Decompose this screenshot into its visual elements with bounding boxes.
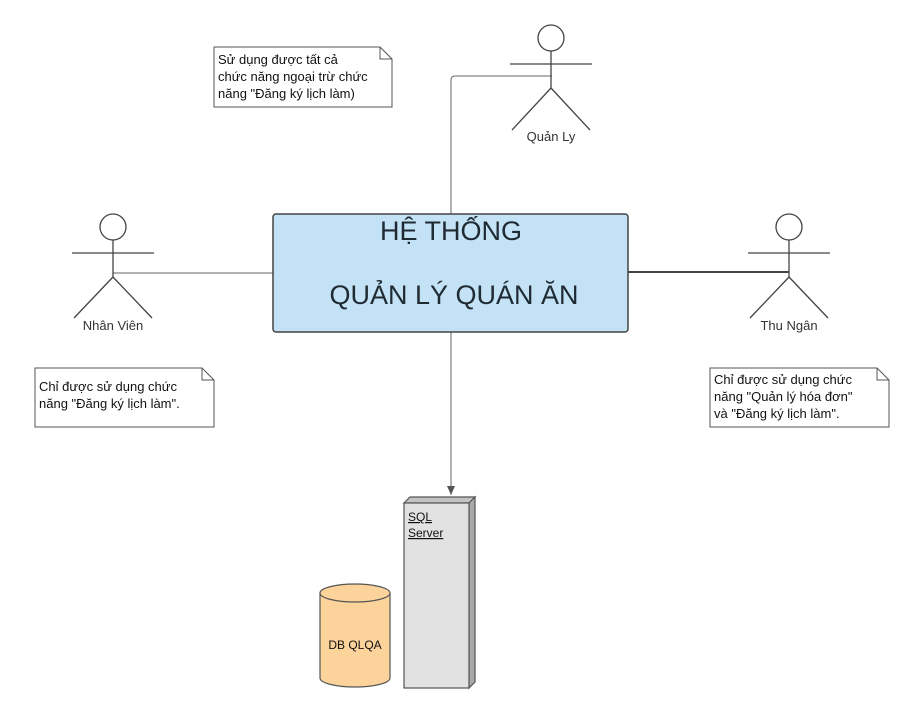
cashier-note-line-1: Chỉ được sử dụng chức bbox=[714, 372, 852, 387]
cashier-actor-icon bbox=[748, 213, 830, 319]
employee-note-line-2: năng "Đăng ký lịch làm". bbox=[39, 396, 180, 411]
database-cylinder-icon: DB QLQA bbox=[319, 583, 391, 688]
system-box: HỆ THỐNG QUẢN LÝ QUÁN ĂN bbox=[272, 213, 629, 333]
manager-note-line-3: năng "Đăng ký lịch làm) bbox=[218, 86, 355, 101]
manager-note-line-2: chức năng ngoại trừ chức bbox=[218, 69, 368, 84]
cashier-note-line-3: và "Đăng ký lịch làm". bbox=[714, 406, 840, 421]
manager-note-line-1: Sử dụng được tất cả bbox=[218, 52, 339, 67]
system-title-line-2: QUẢN LÝ QUÁN ĂN bbox=[329, 278, 578, 310]
cashier-note: Chỉ được sử dụng chức năng "Quản lý hóa … bbox=[709, 367, 890, 428]
sql-server-label-line-1: SQL bbox=[408, 510, 432, 524]
sql-server-node: SQL Server bbox=[402, 495, 477, 690]
manager-connector bbox=[450, 75, 552, 214]
manager-note: Sử dụng được tất cả chức năng ngoại trừ … bbox=[213, 46, 393, 108]
employee-note: Chỉ được sử dụng chức năng "Đăng ký lịch… bbox=[34, 367, 215, 428]
cashier-note-line-2: năng "Quản lý hóa đơn" bbox=[714, 389, 853, 404]
employee-actor-label: Nhân Viên bbox=[83, 318, 143, 333]
employee-actor-icon bbox=[72, 213, 154, 319]
database-label: DB QLQA bbox=[328, 638, 381, 652]
cashier-actor-label: Thu Ngân bbox=[760, 318, 817, 333]
manager-actor-label: Quản Ly bbox=[527, 129, 576, 144]
manager-actor-icon bbox=[510, 24, 592, 131]
system-title-line-1: HỆ THỐNG bbox=[380, 214, 522, 246]
employee-note-line-1: Chỉ được sử dụng chức bbox=[39, 379, 177, 394]
sql-server-label-line-2: Server bbox=[408, 526, 443, 540]
